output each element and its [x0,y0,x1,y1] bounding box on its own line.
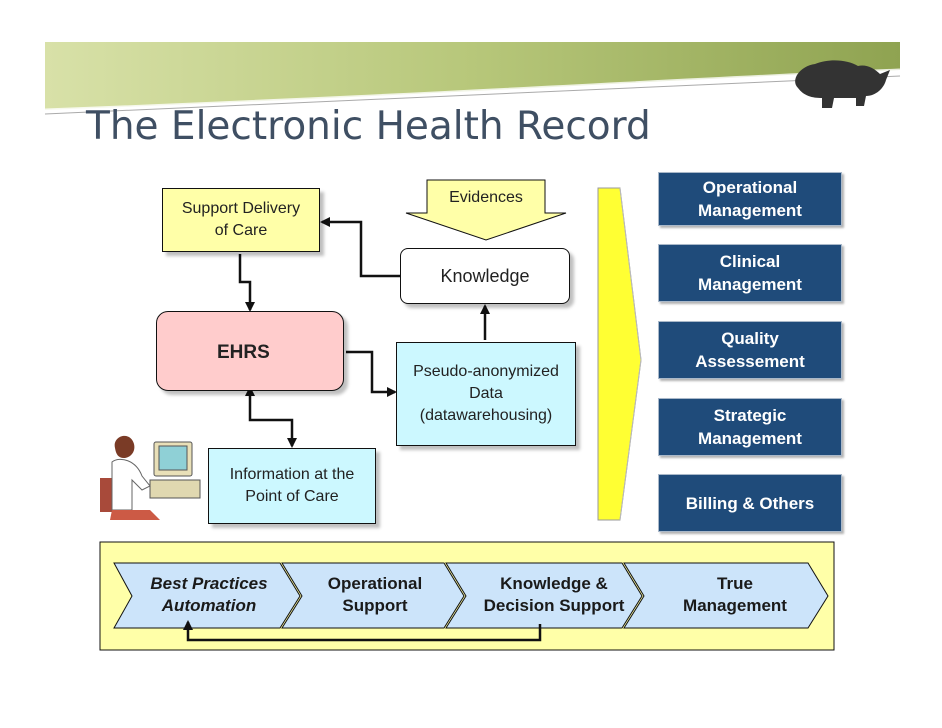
outcome-billing-others: Billing & Others [658,474,842,532]
outcome-label: Clinical Management [698,252,802,294]
banner-swoosh [45,42,900,110]
pseudo-data-box: Pseudo-anonymized Data (datawarehousing) [396,342,576,446]
ehrs-label: EHRS [217,342,270,363]
ehrs-to-data-line [346,350,397,397]
rhino-logo-icon [795,60,890,108]
step-true-management: True Management [660,573,810,617]
process-chevrons [113,562,829,629]
outcome-label: Operational Management [698,178,802,220]
outcome-quality-assessement: Quality Assessement [658,321,842,379]
step-best-practices-automation: Best Practices Automation [134,573,284,617]
step-label: Operational Support [327,574,423,615]
outcome-label: Quality Assessement [695,329,805,371]
support-delivery-label: Support Delivery of Care [181,200,301,239]
header-banner [44,42,901,115]
outcome-operational-management: Operational Management [658,172,842,226]
step-label: Best Practices Automation [150,574,268,615]
ehrs-info-bidirectional-line [245,386,297,448]
outcome-label: Strategic Management [698,406,802,448]
outcome-clinical-management: Clinical Management [658,244,842,302]
knowledge-to-support-line [320,217,400,278]
evidences-label-wrap: Evidences [427,184,545,212]
step-label: Knowledge & Decision Support [483,574,625,615]
step-knowledge-decision-support: Knowledge & Decision Support [466,573,642,617]
knowledge-label: Knowledge [440,266,530,286]
pseudo-data-label: Pseudo-anonymized Data (datawarehousing) [413,363,559,424]
step-operational-support: Operational Support [300,573,450,617]
info-point-of-care-label: Information at the Point of Care [229,466,355,505]
feedback-loop-line [183,620,542,642]
support-to-ehrs-line [238,254,255,312]
ehrs-box: EHRS [156,311,344,391]
info-point-of-care-box: Information at the Point of Care [208,448,376,524]
clinician-at-computer-icon [100,435,201,520]
page-title: The Electronic Health Record [86,104,651,149]
evidences-arrow [405,179,567,241]
big-yellow-arrow [597,187,642,521]
outcome-label: Billing & Others [685,493,815,513]
step-label: True Management [683,574,787,615]
outcome-strategic-management: Strategic Management [658,398,842,456]
knowledge-box: Knowledge [400,248,570,304]
support-delivery-box: Support Delivery of Care [162,188,320,252]
evidences-label: Evidences [449,189,523,206]
